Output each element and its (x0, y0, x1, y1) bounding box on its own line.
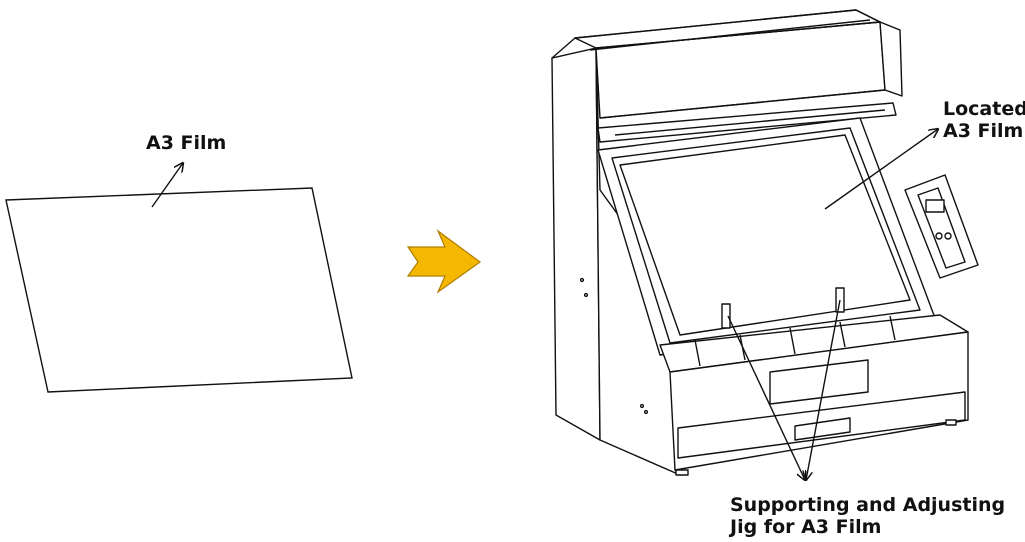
supporting-jig-label: Supporting and Adjusting Jig for A3 Film (730, 494, 1005, 538)
transition-arrow-icon (406, 229, 482, 294)
a3-film-pointer (151, 163, 183, 208)
jig-pointer-right (806, 299, 841, 480)
located-label-line2: A3 Film (943, 120, 1024, 142)
jig-pointer-left (727, 315, 805, 480)
jig-label-line2: Jig for A3 Film (730, 516, 882, 538)
a3-film-label: A3 Film (146, 132, 227, 154)
located-label-line1: Located (943, 98, 1025, 120)
film-locating-machine (551, 9, 979, 476)
a3-film-sheet (5, 187, 353, 393)
located-film-pointer (824, 129, 938, 210)
located-a3-film-label: Located A3 Film (943, 98, 1025, 142)
jig-label-line1: Supporting and Adjusting (730, 494, 1006, 516)
